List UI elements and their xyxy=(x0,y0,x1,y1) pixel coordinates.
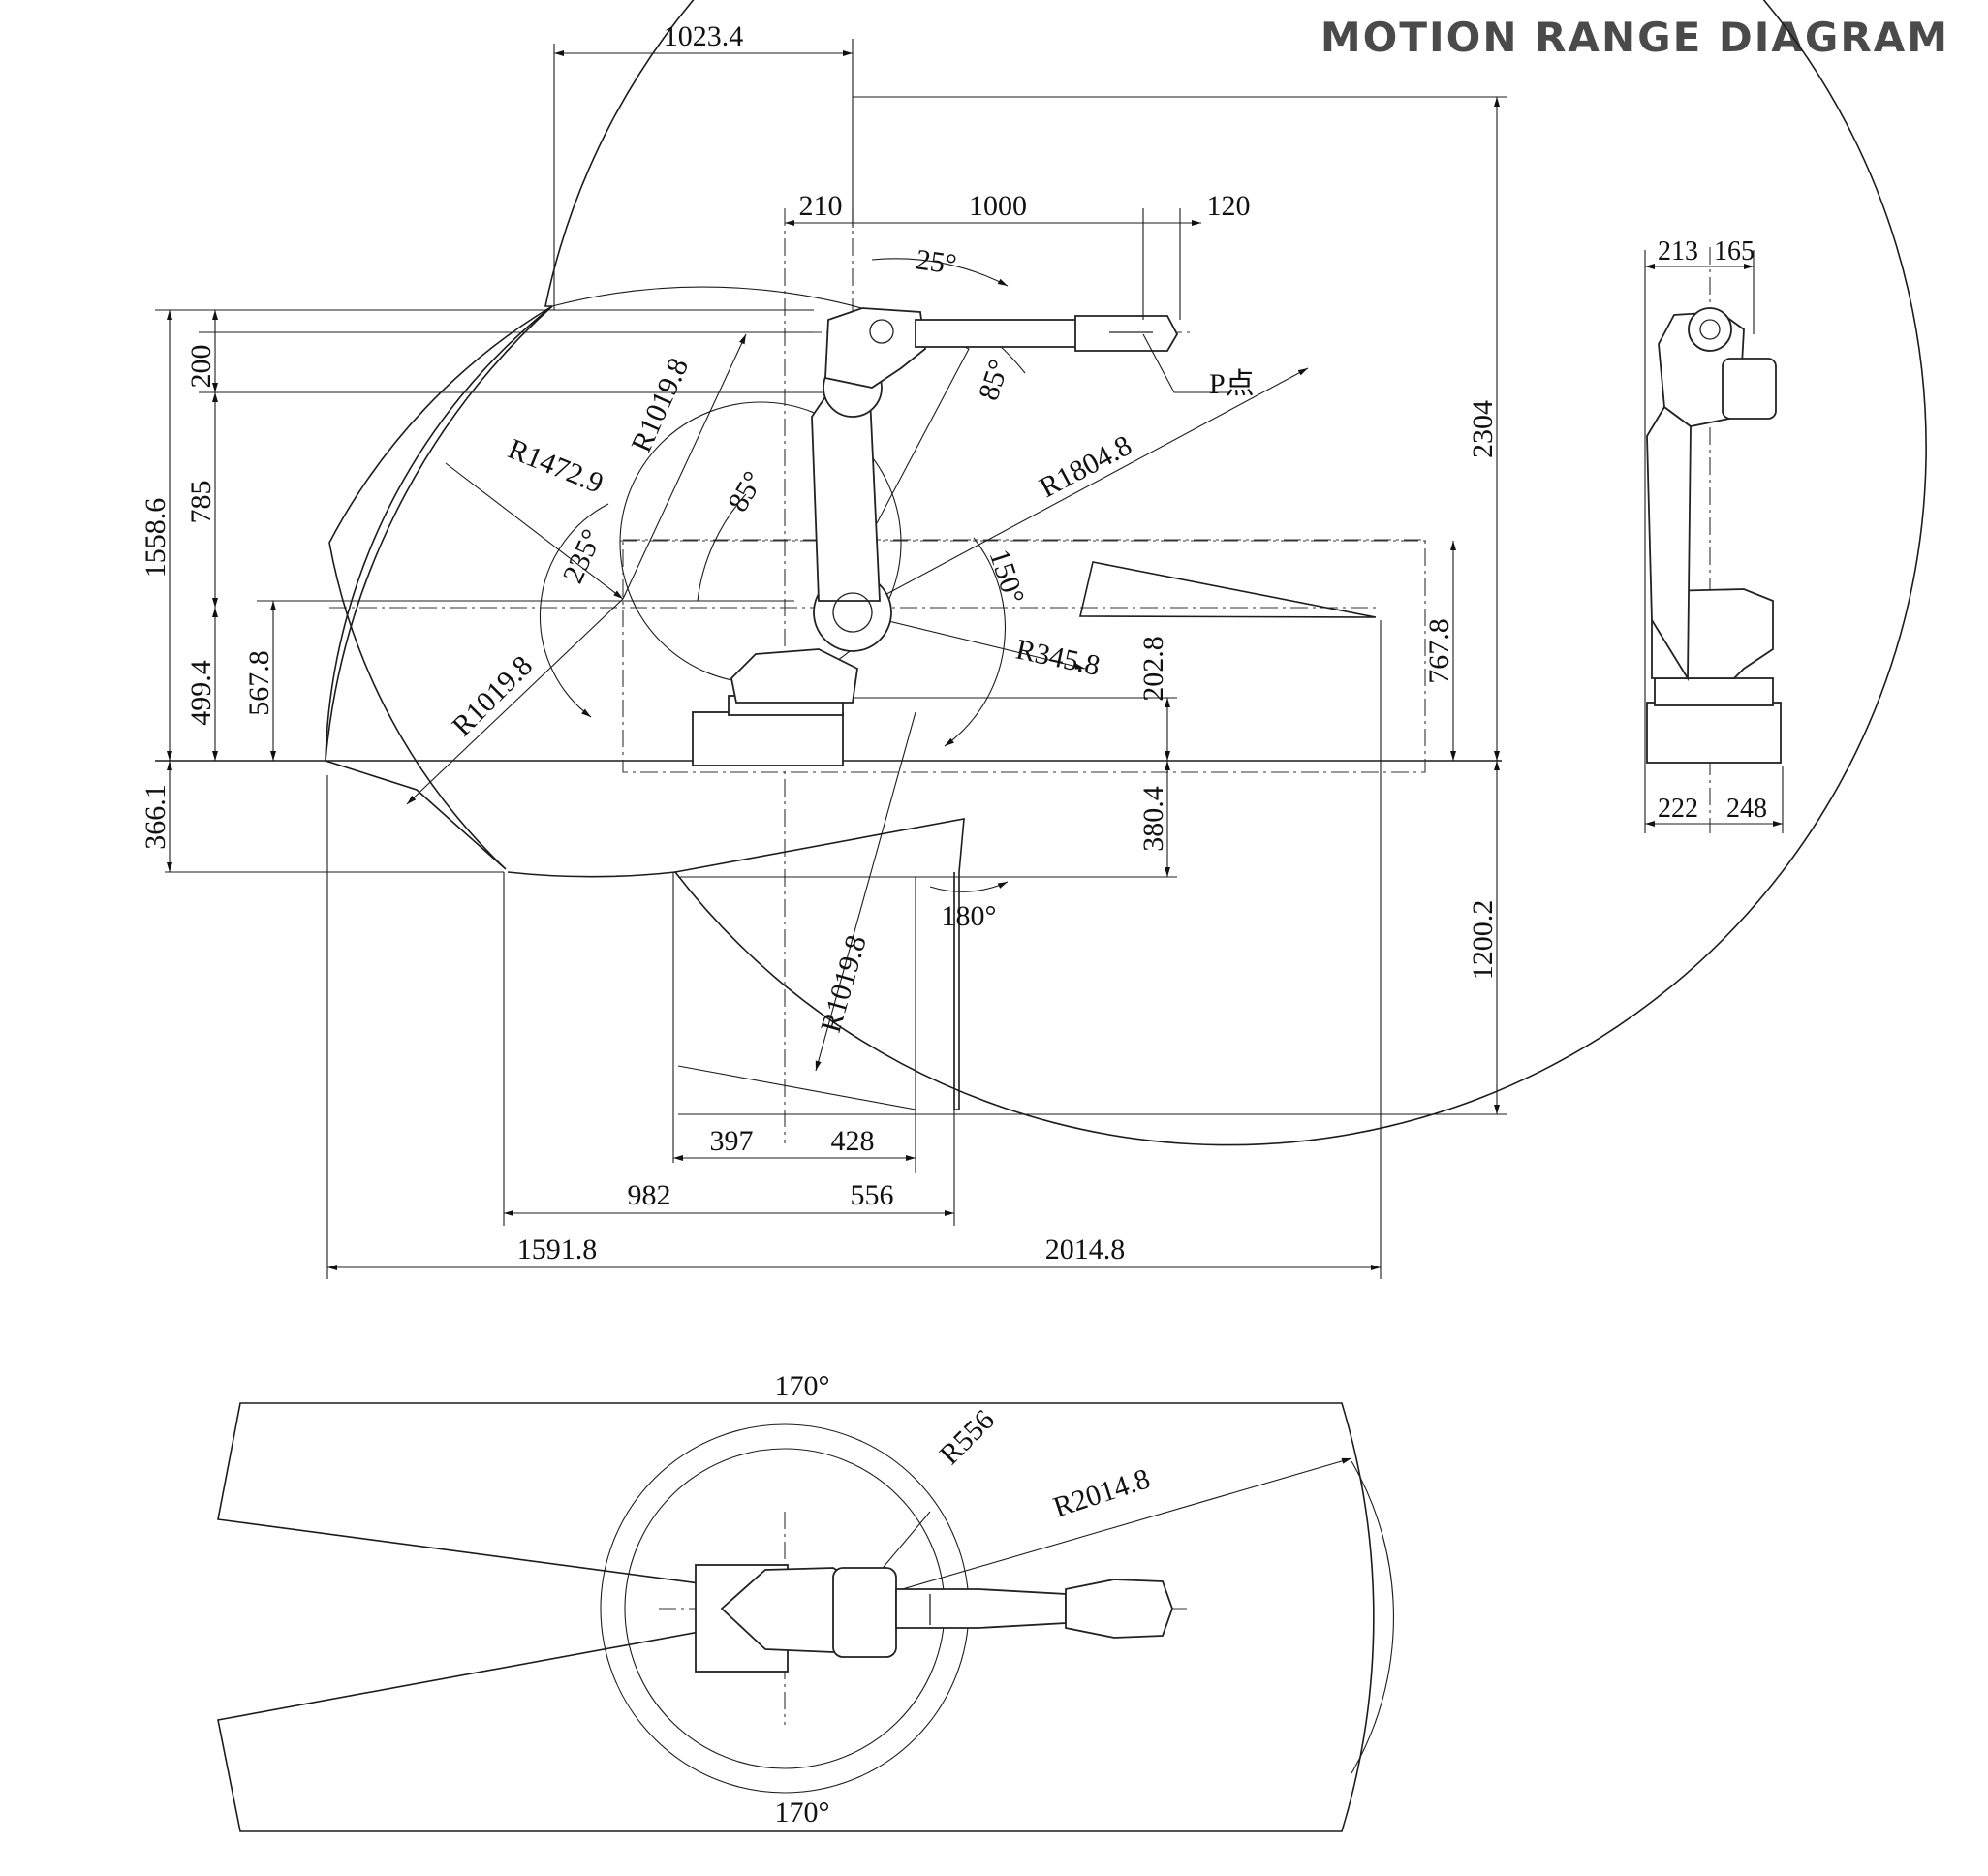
top-forearm xyxy=(895,1588,1067,1629)
dim-1023: 1023.4 xyxy=(664,20,744,52)
radius-r14729: R1472.9 xyxy=(504,433,607,500)
robot-j2-detail xyxy=(832,592,873,633)
angle-170-bottom: 170° xyxy=(775,1797,830,1829)
dim-120: 120 xyxy=(1207,190,1251,222)
r10198b-line xyxy=(406,598,624,805)
top-envelope xyxy=(217,1402,1375,1832)
dim-210: 210 xyxy=(799,190,843,222)
dim-982: 982 xyxy=(628,1179,671,1211)
rear-wrist-detail xyxy=(1699,319,1721,340)
diagram-title: MOTION RANGE DIAGRAM xyxy=(1320,14,1949,61)
dim-15918: 1591.8 xyxy=(517,1234,598,1266)
robot-elbow-housing xyxy=(824,307,926,389)
radius-r10198-upper: R1019.8 xyxy=(625,354,695,457)
r10198a-line xyxy=(622,333,747,600)
dim-12002: 1200.2 xyxy=(1467,900,1499,981)
radius-r10198-lower: R1019.8 xyxy=(815,932,873,1037)
dim-2028: 202.8 xyxy=(1137,636,1169,702)
rear-base xyxy=(1646,702,1782,764)
angle-25-arc xyxy=(871,258,1009,287)
angle-85-upper: 85° xyxy=(973,356,1015,404)
robot-base xyxy=(692,711,844,766)
radius-r18048: R1804.8 xyxy=(1035,429,1137,504)
dim-15586: 1558.6 xyxy=(140,498,171,578)
r3458-line xyxy=(852,611,1086,670)
dim-3661: 366.1 xyxy=(140,784,171,850)
dim-165: 165 xyxy=(1714,236,1755,266)
dim-5678: 567.8 xyxy=(243,650,275,716)
reach-arc-lower xyxy=(677,1065,916,1110)
angle-235-arc xyxy=(539,503,609,718)
dim-2304: 2304 xyxy=(1467,400,1499,458)
dim-222: 222 xyxy=(1658,794,1698,824)
dim-1000: 1000 xyxy=(969,190,1027,222)
dim-428: 428 xyxy=(831,1125,875,1157)
r10198c-line xyxy=(815,711,916,1072)
j3-box xyxy=(622,539,1426,773)
robot-side-silhouette xyxy=(692,307,1179,766)
radius-r10198-left: R1019.8 xyxy=(446,649,539,742)
robot-forearm xyxy=(915,319,1084,348)
dim-200: 200 xyxy=(185,345,217,389)
dim-248: 248 xyxy=(1726,794,1767,824)
dim-556: 556 xyxy=(851,1179,894,1211)
reach-arc-inner xyxy=(619,401,902,684)
robot-wrist xyxy=(1074,315,1179,352)
rear-view: 213 165 222 248 xyxy=(1644,236,1784,833)
workspace-right-contour xyxy=(1078,561,1377,618)
angle-150: 150° xyxy=(983,546,1031,608)
top-view: 170° 170° R556 R2014.8 xyxy=(217,1370,1394,1832)
radius-r3458: R345.8 xyxy=(1013,633,1103,681)
dim-7678: 767.8 xyxy=(1423,618,1455,684)
workspace-lower-contour xyxy=(674,818,965,1110)
angle-180-arc xyxy=(929,881,1009,892)
rear-wrist xyxy=(1688,307,1732,352)
workspace-outer-arc-b xyxy=(325,305,553,762)
angle-85a-arc xyxy=(697,493,747,602)
rear-motor xyxy=(1722,358,1777,420)
robot-top-silhouette xyxy=(695,1564,1173,1673)
dim-3804: 380.4 xyxy=(1137,786,1169,852)
dim-213: 213 xyxy=(1658,236,1698,266)
robot-rear-silhouette xyxy=(1646,307,1782,764)
p-point-label: P点 xyxy=(1209,368,1255,400)
angle-150-arc xyxy=(944,537,1007,747)
workspace-outer-arc xyxy=(507,0,1927,1146)
robot-elbow-detail xyxy=(869,319,894,344)
dim-785: 785 xyxy=(185,481,217,524)
angle-180: 180° xyxy=(942,900,997,932)
top-wrist xyxy=(1065,1579,1173,1639)
angle-235: 235° xyxy=(557,524,608,587)
side-view-labels: 1023.4 210 1000 120 P点 2304 1200.2 767.8… xyxy=(140,20,1499,1266)
top-arm-housing xyxy=(832,1567,897,1658)
angle-170-top: 170° xyxy=(775,1370,830,1402)
robot-turntable xyxy=(730,648,858,704)
dim-20148: 2014.8 xyxy=(1045,1234,1126,1266)
radius-r556: R556 xyxy=(934,1404,1001,1471)
radius-r20148: R2014.8 xyxy=(1049,1462,1154,1523)
top-outer-arc-inner xyxy=(1351,1460,1394,1774)
angle-85-lower: 85° xyxy=(722,466,770,517)
dim-4994: 499.4 xyxy=(185,660,217,726)
angle-25: 25° xyxy=(914,243,958,281)
r18048-line xyxy=(852,367,1309,613)
p-point-leader xyxy=(1142,333,1230,393)
rear-base-top xyxy=(1654,677,1774,706)
side-view xyxy=(155,0,1927,1279)
r14729-line xyxy=(445,462,624,600)
dim-397: 397 xyxy=(710,1125,754,1157)
r20148-line xyxy=(852,1457,1352,1605)
workspace-envelope xyxy=(325,305,553,870)
